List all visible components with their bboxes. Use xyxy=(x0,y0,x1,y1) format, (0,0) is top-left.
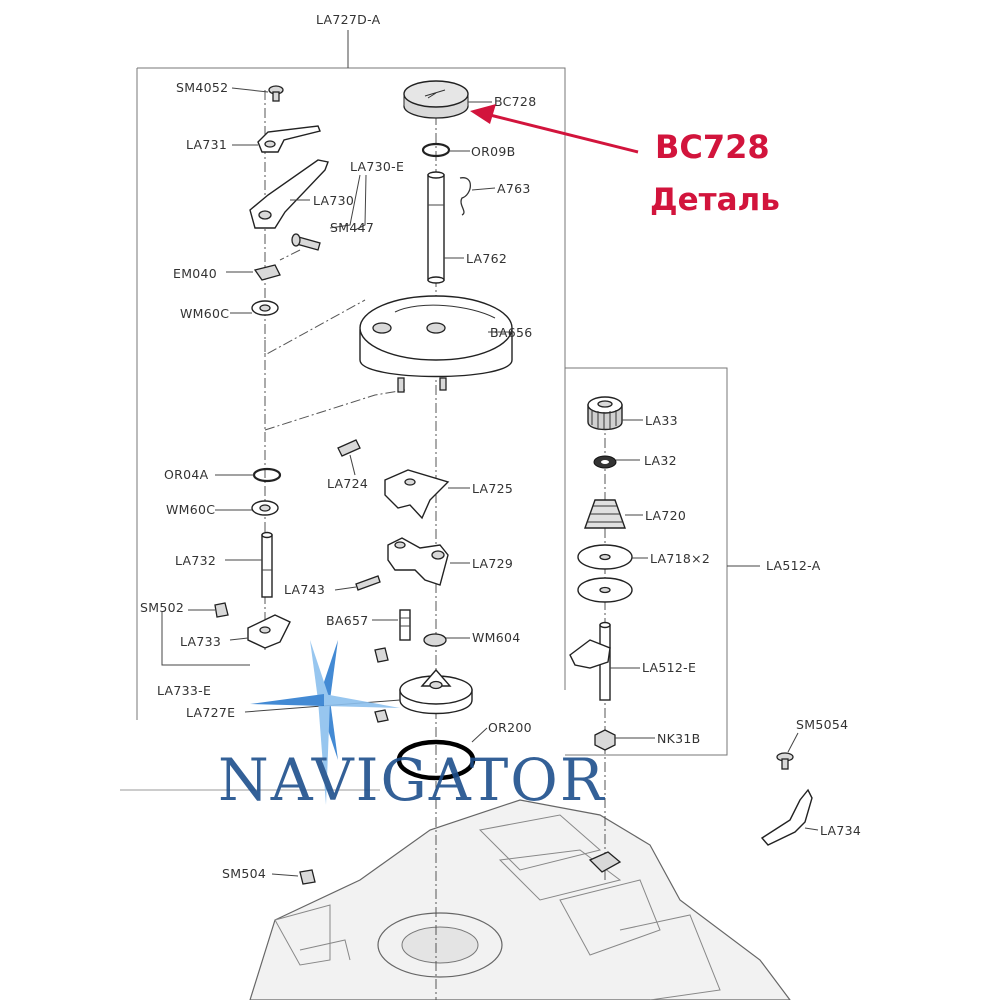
part-labels: LA727D-A SM4052 BC728 LA731 OR09B LA730-… xyxy=(140,12,861,881)
label-wm60c-mid: WM60C xyxy=(166,502,215,517)
label-ba656: BA656 xyxy=(490,325,533,340)
part-wm60c-washer-top xyxy=(251,300,279,316)
leader-lines xyxy=(161,87,819,877)
part-la727e-cam xyxy=(374,647,473,723)
label-la33: LA33 xyxy=(645,413,678,428)
part-la733-block xyxy=(247,614,291,649)
part-sm502-screw xyxy=(214,602,229,618)
watermark-text: NAVIGATOR xyxy=(218,746,606,814)
part-la725-plate xyxy=(384,469,450,520)
part-la731-bracket xyxy=(257,125,321,153)
label-or09b: OR09B xyxy=(471,144,516,159)
part-wm604-washer xyxy=(423,633,447,647)
label-la734: LA734 xyxy=(820,823,861,838)
label-la720: LA720 xyxy=(645,508,686,523)
label-la724: LA724 xyxy=(327,476,368,491)
label-sm447: SM447 xyxy=(330,220,374,235)
label-la512-e: LA512-E xyxy=(642,660,696,675)
callout-caption: Деталь xyxy=(650,182,780,218)
part-la729-bracket xyxy=(387,537,449,586)
part-la743-spring xyxy=(355,575,381,591)
label-la731: LA731 xyxy=(186,137,227,152)
label-la718x2: LA718×2 xyxy=(650,551,710,566)
part-sm5054-screw xyxy=(776,752,794,770)
label-a763: A763 xyxy=(497,181,531,196)
label-sm4052: SM4052 xyxy=(176,80,228,95)
part-la512e-shaft xyxy=(569,621,611,701)
label-la733-e: LA733-E xyxy=(157,683,211,698)
part-la732-pin xyxy=(261,531,273,598)
label-la727e: LA727E xyxy=(186,705,235,720)
part-la724-spring xyxy=(337,439,361,457)
label-bc728: BC728 xyxy=(494,94,536,109)
part-ba656-housing xyxy=(359,295,513,393)
label-la730-e: LA730-E xyxy=(350,159,404,174)
label-or04a: OR04A xyxy=(164,467,209,482)
part-or200-oring xyxy=(396,739,476,781)
machine-body xyxy=(120,789,791,1000)
label-la762: LA762 xyxy=(466,251,507,266)
label-la727d-a: LA727D-A xyxy=(316,12,381,27)
callout-bc728: BC728 Деталь xyxy=(470,104,780,218)
part-la720-spring xyxy=(584,499,626,529)
label-sm502: SM502 xyxy=(140,600,184,615)
part-or09b-oring xyxy=(421,142,451,158)
part-bc728-cap xyxy=(403,80,469,119)
label-la733: LA733 xyxy=(180,634,221,649)
part-em040-clip xyxy=(253,264,281,281)
label-em040: EM040 xyxy=(173,266,217,281)
label-sm5054: SM5054 xyxy=(796,717,848,732)
label-la32: LA32 xyxy=(644,453,677,468)
label-sm504: SM504 xyxy=(222,866,266,881)
part-a763-spring xyxy=(459,177,472,216)
part-ba657-screw xyxy=(399,609,411,641)
part-or04a-oring xyxy=(252,467,282,483)
watermark-logo: NAVIGATOR xyxy=(218,640,606,814)
compass-star-icon xyxy=(250,640,400,805)
assembly-frames xyxy=(136,30,760,1000)
label-la730: LA730 xyxy=(313,193,354,208)
part-la32-washer xyxy=(593,455,617,469)
part-sm4052-screw xyxy=(268,85,284,102)
label-la732: LA732 xyxy=(175,553,216,568)
part-sm504-screw xyxy=(299,869,316,885)
part-la33-knob xyxy=(587,396,623,431)
part-la718-discs xyxy=(577,544,633,603)
label-wm604: WM604 xyxy=(472,630,521,645)
part-nk31b-nut xyxy=(594,729,616,751)
callout-part-number: BC728 xyxy=(655,128,770,166)
part-la730-lever xyxy=(249,159,329,229)
label-wm60c-top: WM60C xyxy=(180,306,229,321)
part-la734-bracket xyxy=(588,788,813,873)
label-nk31b: NK31B xyxy=(657,731,701,746)
label-la512-a: LA512-A xyxy=(766,558,821,573)
label-or200: OR200 xyxy=(488,720,532,735)
part-wm60c-washer-mid xyxy=(251,500,279,516)
label-ba657: BA657 xyxy=(326,613,369,628)
part-sm447-screw xyxy=(291,233,321,251)
label-la743: LA743 xyxy=(284,582,325,597)
part-la762-shaft xyxy=(427,171,445,284)
label-la725: LA725 xyxy=(472,481,513,496)
label-la729: LA729 xyxy=(472,556,513,571)
